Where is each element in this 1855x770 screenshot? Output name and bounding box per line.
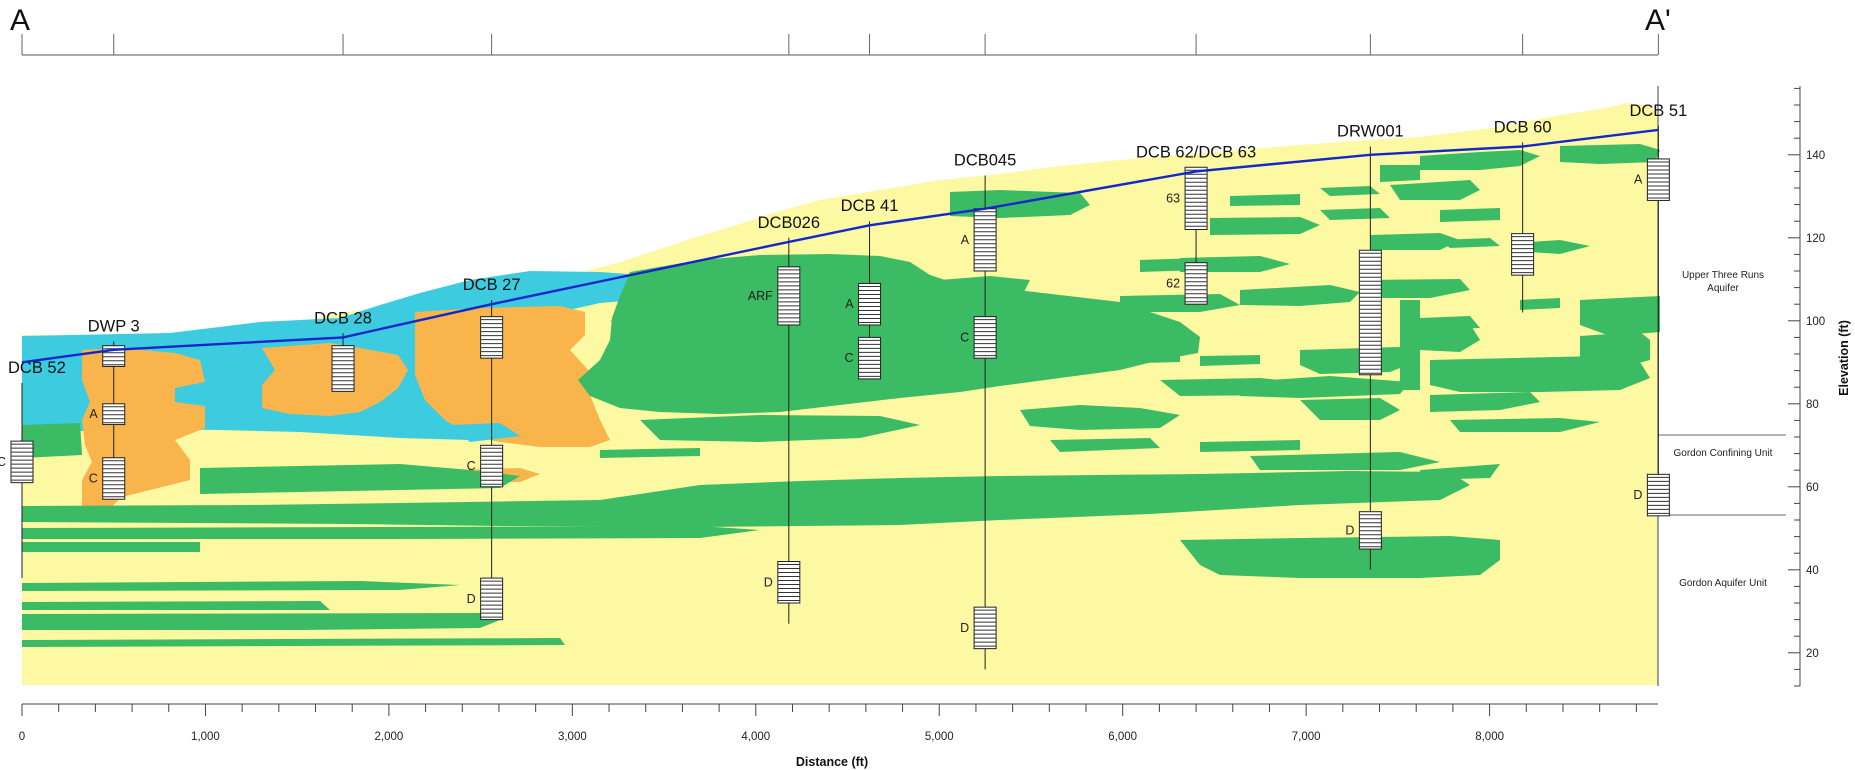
well-screen [331, 345, 355, 392]
well-screen: D [960, 606, 997, 650]
section-end-label: A' [1645, 4, 1671, 37]
x-tick-label: 1,000 [191, 731, 220, 743]
well-name-label: DCB 62/DCB 63 [1136, 143, 1256, 161]
well-screen: C [0, 440, 34, 484]
well-3: DCB 27 C D [463, 276, 521, 621]
y-tick-label: 20 [1806, 648, 1819, 660]
screen-interval-label: A [961, 233, 970, 247]
y-tick-label: 80 [1806, 399, 1819, 411]
well-screen: C [89, 457, 126, 500]
well-name-label: DWP 3 [88, 318, 140, 336]
well-screen: C [960, 316, 997, 359]
y-tick-label: 40 [1806, 565, 1819, 577]
x-axis: 0 1,000 2,000 3,000 4,000 5,000 6,000 7,000 8,00… [19, 703, 1658, 769]
well-name-label: DCB 27 [463, 276, 521, 294]
screen-interval-label: C [845, 351, 854, 365]
screen-interval-label: A [89, 407, 98, 421]
y-tick-label: 100 [1806, 316, 1825, 328]
well-name-label: DCB 41 [841, 197, 899, 215]
x-tick-label: 3,000 [558, 731, 587, 743]
well-screen [1358, 249, 1382, 376]
well-name-label: DCB 51 [1629, 102, 1687, 120]
screen-interval-label: 63 [1166, 191, 1180, 205]
unit-label-gordon-confining: Gordon Confining Unit [1674, 448, 1773, 459]
well-name-label: DRW001 [1337, 123, 1404, 141]
green-lenses [22, 144, 1660, 647]
x-tick-label: 4,000 [741, 731, 770, 743]
well-name-label: DCB 52 [8, 359, 66, 377]
well-name-label: DCB 60 [1494, 118, 1552, 136]
unit-label-gordon-aquifer: Gordon Aquifer Unit [1679, 578, 1767, 589]
x-tick-label: 8,000 [1475, 731, 1504, 743]
x-axis-title: Distance (ft) [796, 755, 868, 769]
well-screen: 63 [1166, 166, 1208, 230]
well-screen: C [845, 336, 882, 380]
well-name-label: DCB026 [758, 214, 820, 232]
well-screen: ARF [748, 266, 801, 326]
y-tick-label: 140 [1806, 150, 1825, 162]
well-0: DCB 52 C [0, 359, 66, 579]
screen-interval-label: D [1633, 488, 1642, 502]
section-start-label: A [10, 4, 30, 37]
cyan-patches [22, 292, 520, 442]
well-screen: D [1345, 511, 1382, 550]
well-name-label: DCB045 [954, 152, 1016, 170]
well-screen: D [1633, 473, 1670, 517]
y-axis-title: Elevation (ft) [1837, 320, 1851, 396]
well-screen: D [764, 561, 801, 604]
screen-interval-label: D [960, 621, 969, 635]
water-table-line [21, 128, 1659, 364]
screen-interval-label: C [960, 330, 969, 344]
well-screen: A [89, 403, 126, 426]
screen-interval-label: ARF [748, 289, 773, 303]
screen-box [102, 403, 126, 426]
screen-interval-label: C [89, 472, 98, 486]
well-screen: 62 [1166, 262, 1208, 305]
well-10: DCB 51 A D [1629, 102, 1687, 517]
x-tick-label: 7,000 [1292, 731, 1321, 743]
well-2: DCB 28 [314, 309, 372, 392]
x-tick-label: 0 [19, 731, 25, 743]
well-screen: A [845, 282, 882, 326]
screen-interval-label: 62 [1166, 276, 1180, 290]
y-tick-label: 60 [1806, 482, 1819, 494]
y-tick-label: 120 [1806, 233, 1825, 245]
well-name-label: DCB 28 [314, 309, 372, 327]
screen-box [777, 266, 801, 326]
screen-interval-label: A [845, 297, 854, 311]
well-7: DCB 62/DCB 63 63 62 [1136, 143, 1256, 305]
well-screen: A [1634, 158, 1670, 201]
screen-interval-label: D [467, 592, 476, 606]
screen-interval-label: C [467, 459, 476, 473]
well-screen: D [467, 577, 504, 621]
x-tick-label: 5,000 [925, 731, 954, 743]
screen-interval-label: D [1345, 523, 1354, 537]
y-axis: 20 40 60 80 100 120 140 Elevation (ft) [1788, 86, 1851, 687]
screen-interval-label: A [1634, 173, 1643, 187]
x-tick-label: 2,000 [375, 731, 404, 743]
well-screen [480, 316, 504, 359]
top-ruler [21, 34, 1659, 56]
lithology-layers [20, 103, 1660, 685]
x-tick-label: 6,000 [1108, 731, 1137, 743]
well-9: DCB 60 [1494, 118, 1552, 313]
well-screen: C [467, 444, 504, 488]
screen-interval-label: D [764, 575, 773, 589]
screen-interval-label: C [0, 455, 6, 469]
well-5: DCB 41 A C [841, 197, 899, 380]
well-screen [1511, 233, 1535, 276]
